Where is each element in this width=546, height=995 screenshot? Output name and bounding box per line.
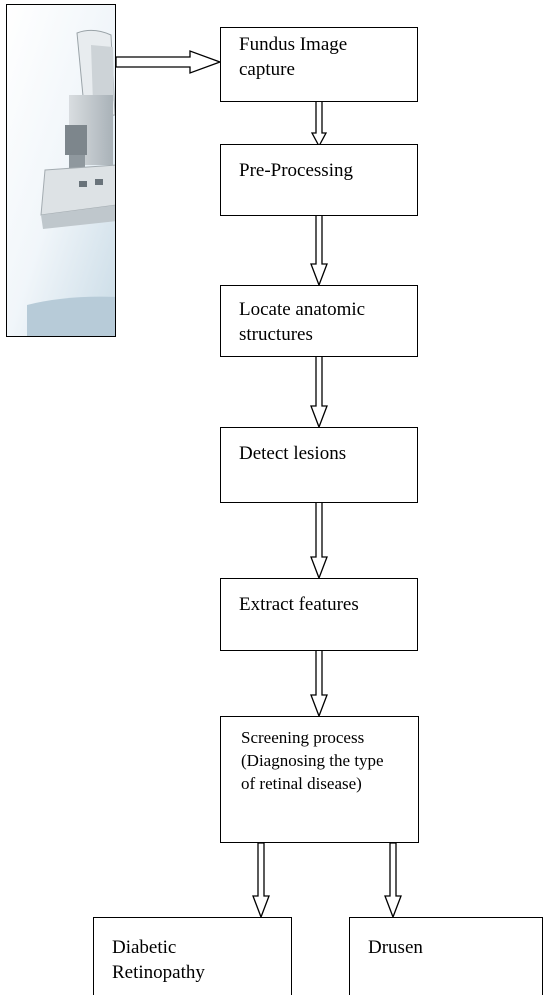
outcome-drusen-line-1: Drusen [368, 937, 423, 958]
step-locate-anatomic-structures: Locate anatomic structures [220, 285, 418, 357]
outcome-diabetic-retinopathy: Diabetic Retinopathy [93, 917, 292, 995]
step-detect-line-1: Detect lesions [239, 443, 347, 464]
step-locate-line-1: Locate anatomic [239, 299, 366, 320]
step-screening-process: Screening process (Diagnosing the type o… [220, 716, 419, 843]
arrow-screening-to-dr [252, 842, 270, 919]
arrow-extract-to-screening [310, 644, 328, 718]
outcome-dr-line-2: Retinopathy [112, 962, 205, 983]
fundus-camera-image [6, 4, 116, 337]
arrow-capture-to-preprocessing [310, 94, 328, 148]
step-locate-line-2: structures [239, 324, 313, 345]
step-extract-line-1: Extract features [239, 594, 359, 615]
arrow-detect-to-extract [310, 490, 328, 580]
step-extract-features: Extract features [220, 578, 418, 651]
step-detect-lesions: Detect lesions [220, 427, 418, 503]
outcome-drusen: Drusen [349, 917, 543, 995]
step-capture-line-1: Fundus Image [239, 34, 348, 55]
step-screening-line-1: Screening process [241, 728, 365, 747]
step-screening-line-3: of retinal disease) [241, 774, 362, 793]
step-screening-line-2: (Diagnosing the type [241, 751, 384, 770]
step-capture-line-2: capture [239, 59, 295, 80]
fundus-camera-icon [7, 5, 115, 336]
step-pre-processing: Pre-Processing [220, 144, 418, 216]
step-fundus-image-capture: Fundus Image capture [220, 27, 418, 102]
arrow-screening-to-drusen [384, 842, 402, 919]
outcome-dr-line-1: Diabetic [112, 937, 177, 958]
arrow-camera-to-capture [115, 50, 222, 74]
step-preprocessing-line-1: Pre-Processing [239, 160, 353, 181]
